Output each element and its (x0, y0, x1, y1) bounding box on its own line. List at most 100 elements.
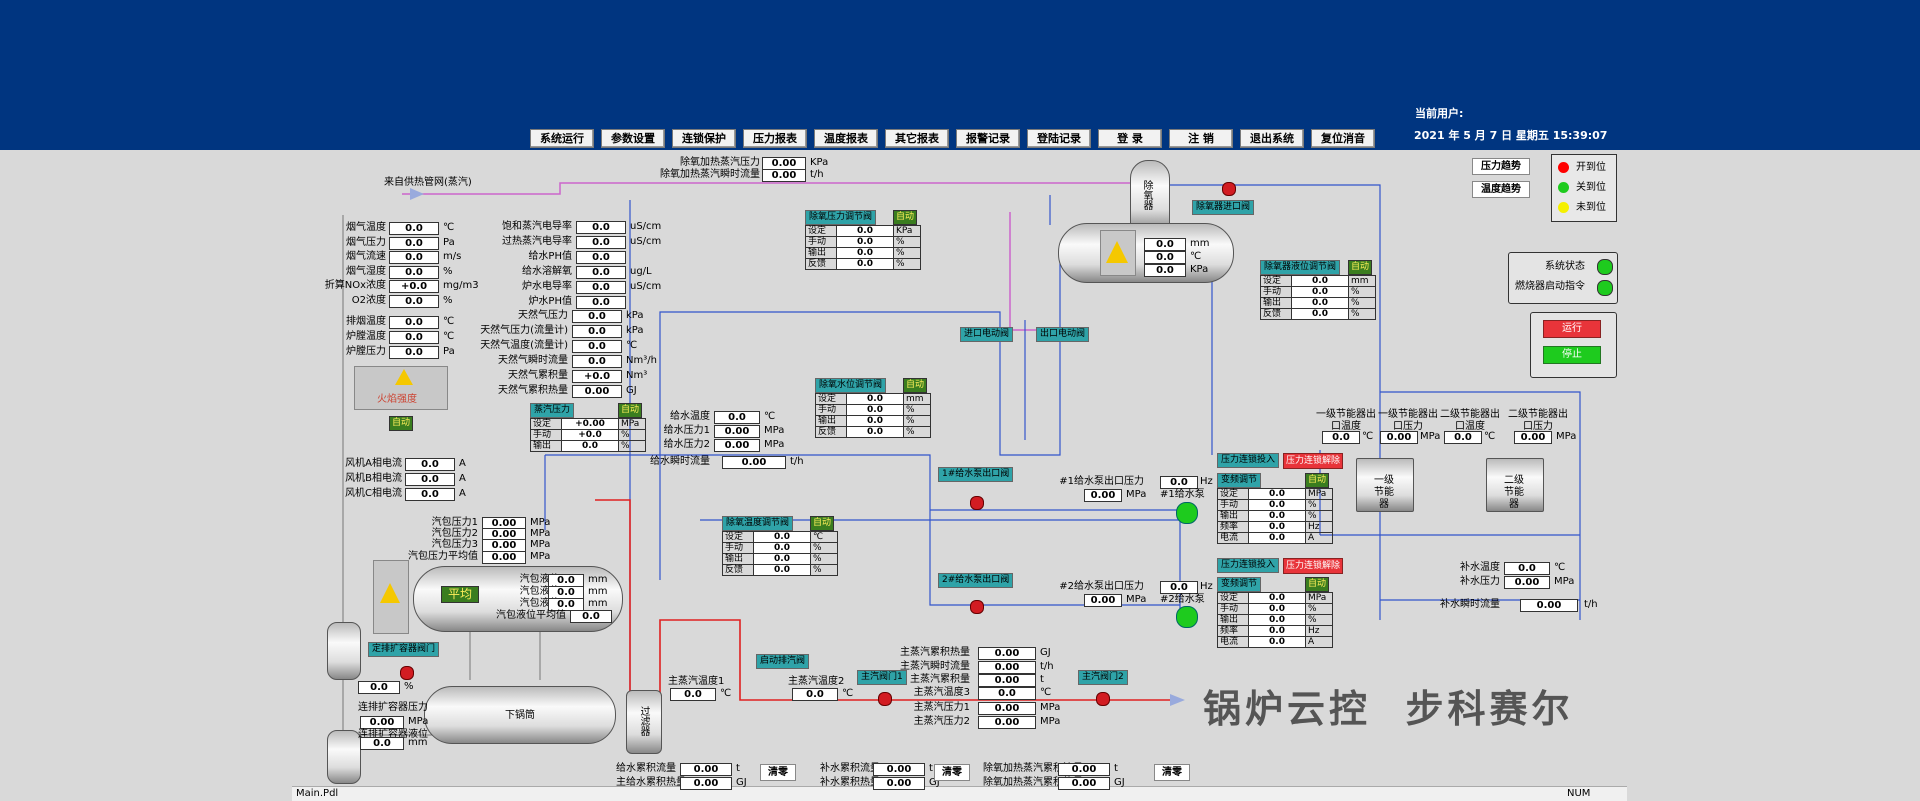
pump2-interlock-off[interactable]: 压力连锁解除 (1283, 558, 1343, 574)
dea-water-pid-cell[interactable]: 0.0 (846, 426, 904, 438)
nav-button-11[interactable]: 复位消音 (1311, 129, 1375, 148)
pump2-pid-cell[interactable]: 0.0 (1248, 614, 1306, 626)
valve-p1_out-label[interactable]: 1#给水泵出口阀 (938, 467, 1014, 482)
pump1-pid-cell[interactable]: 0.0 (1248, 532, 1306, 544)
dea-temp-pid-cell[interactable]: 0.0 (753, 553, 811, 565)
steam-pid-title[interactable]: 蒸汽压力 (530, 403, 575, 418)
drum-p-unit-0: MPa (530, 517, 551, 528)
dea-water-pid-cell[interactable]: 0.0 (846, 415, 904, 427)
dea-temp-pid-auto[interactable]: 自动 (810, 516, 835, 531)
nav-button-8[interactable]: 登 录 (1098, 129, 1162, 148)
drum-l-value-2: 0.0 (548, 598, 584, 611)
pump2-pid-cell[interactable]: 0.0 (1248, 625, 1306, 637)
pump2-interlock-on[interactable]: 压力连锁投入 (1217, 558, 1280, 573)
dea-temp-pid-cell[interactable]: 0.0 (753, 564, 811, 576)
valve-knob-0[interactable] (970, 496, 984, 510)
valve-in1-label[interactable]: 进口电动阀 (960, 327, 1014, 342)
dea-pressure-pid-cell[interactable]: 0.0 (836, 225, 894, 237)
pump2-pid-cell[interactable]: 0.0 (1248, 636, 1306, 648)
dea-pressure-pid-cell[interactable]: 0.0 (836, 247, 894, 259)
feed-temp-value: 0.0 (714, 411, 760, 424)
pump1-pid-auto[interactable]: 自动 (1305, 473, 1330, 488)
steam-pid-cell[interactable]: +0.0 (561, 429, 619, 441)
pressure-trend-button[interactable]: 压力趋势 (1472, 158, 1530, 175)
nav-button-1[interactable]: 参数设置 (601, 129, 665, 148)
pump1-pid-cell[interactable]: 0.0 (1248, 510, 1306, 522)
drum-p-label-2: 汽包压力3 (431, 539, 478, 550)
pump2-pid-cell[interactable]: 0.0 (1248, 592, 1306, 604)
nav-button-3[interactable]: 压力报表 (743, 129, 807, 148)
run-button[interactable]: 运行 (1543, 320, 1601, 338)
valve-knob-4[interactable] (1096, 692, 1110, 706)
pump2-icon[interactable] (1176, 606, 1198, 628)
nav-button-6[interactable]: 报警记录 (956, 129, 1020, 148)
dea-temp-pid-title[interactable]: 除氧温度调节阀 (722, 516, 794, 531)
gas-3-label: 天然气瞬时流量 (498, 355, 568, 366)
pump1-pid-title[interactable]: 变频调节 (1217, 473, 1262, 488)
valve-knob-2[interactable] (1222, 182, 1236, 196)
pump1-icon[interactable] (1176, 502, 1198, 524)
pump1-interlock-on[interactable]: 压力连锁投入 (1217, 453, 1280, 468)
clear-button-2[interactable]: 清零 (1154, 764, 1190, 781)
nav-button-5[interactable]: 其它报表 (885, 129, 949, 148)
valve-main2-label[interactable]: 主汽阀门2 (1078, 670, 1128, 685)
dea-temp-pid-cell[interactable]: 0.0 (753, 531, 811, 543)
main-p1-value: 0.00 (978, 702, 1036, 715)
dea-temp-pid-cell[interactable]: 0.0 (753, 542, 811, 554)
fire-auto-badge[interactable]: 自动 (389, 416, 414, 431)
pump2-pid-cell[interactable]: 0.0 (1248, 603, 1306, 615)
dea-water-pid-cell[interactable]: 0.0 (846, 404, 904, 416)
clear-button-1[interactable]: 清零 (934, 764, 970, 781)
valve-knob-5[interactable] (400, 666, 414, 680)
system-status-led (1597, 259, 1613, 275)
dea-level-pid-title[interactable]: 除氧器液位调节阀 (1260, 260, 1341, 275)
valve-knob-3[interactable] (878, 692, 892, 706)
steam-pid-cell[interactable]: +0.00 (561, 418, 619, 430)
main-t3-unit: ℃ (1040, 687, 1052, 698)
flue-1-unit: Pa (443, 236, 455, 248)
dea-level-pid-cell[interactable]: 0.0 (1291, 297, 1349, 309)
dea-pressure-pid-cell[interactable]: 0.0 (836, 236, 894, 248)
pump1-interlock-off[interactable]: 压力连锁解除 (1283, 453, 1343, 469)
drain-valve-label[interactable]: 定排扩容器阀门 (368, 642, 440, 657)
nav-button-2[interactable]: 连锁保护 (672, 129, 736, 148)
dea-pressure-pid-cell[interactable]: 0.0 (836, 258, 894, 270)
dea-level-pid-cell[interactable]: 0.0 (1291, 286, 1349, 298)
valve-legend: 开到位 关到位 未到位 (1551, 154, 1617, 222)
dea-level-pid-auto[interactable]: 自动 (1348, 260, 1373, 275)
nav-button-7[interactable]: 登陆记录 (1027, 129, 1091, 148)
pump1-pid-cell[interactable]: 0.0 (1248, 521, 1306, 533)
dea-level-pid-cell[interactable]: 0.0 (1291, 275, 1349, 287)
nav-button-0[interactable]: 系统运行 (530, 129, 594, 148)
valve-startup-label[interactable]: 启动排汽阀 (756, 654, 810, 669)
econ1-t-unit: ℃ (1362, 431, 1374, 442)
valve-dea_in-label[interactable]: 除氧器进口阀 (1192, 200, 1255, 215)
gas-0-label: 天然气压力 (518, 310, 568, 321)
clear-button-0[interactable]: 清零 (760, 764, 796, 781)
valve-knob-1[interactable] (970, 600, 984, 614)
dea-water-pid-title[interactable]: 除氧水位调节阀 (815, 378, 887, 393)
pump1-pid-cell[interactable]: 0.0 (1248, 488, 1306, 500)
dea-water-pid-auto[interactable]: 自动 (903, 378, 928, 393)
econ2-p-unit: MPa (1556, 431, 1577, 442)
temp-trend-button[interactable]: 温度趋势 (1472, 181, 1530, 198)
dea-pressure-pid-auto[interactable]: 自动 (893, 210, 918, 225)
valve-p2_out-label[interactable]: 2#给水泵出口阀 (938, 573, 1014, 588)
main-t1-label: 主蒸汽温度1 (668, 676, 725, 687)
nav-button-10[interactable]: 退出系统 (1240, 129, 1304, 148)
dea-level-pid-cell[interactable]: 0.0 (1291, 308, 1349, 320)
valve-in2-label[interactable]: 出口电动阀 (1036, 327, 1090, 342)
pump2-pid-auto[interactable]: 自动 (1305, 577, 1330, 592)
steam-pid-auto[interactable]: 自动 (618, 403, 643, 418)
steam-pid-cell[interactable]: 0.0 (561, 440, 619, 452)
dea-water-pid-cell[interactable]: 0.0 (846, 393, 904, 405)
pump2-pid-title[interactable]: 变频调节 (1217, 577, 1262, 592)
valve-main1-label[interactable]: 主汽阀门1 (857, 670, 907, 685)
nav-button-4[interactable]: 温度报表 (814, 129, 878, 148)
dea-water-pid-cell: 反馈 (815, 426, 847, 438)
pump1-pid-cell[interactable]: 0.0 (1248, 499, 1306, 511)
stop-button[interactable]: 停止 (1543, 346, 1601, 364)
dea-pressure-pid-title[interactable]: 除氧压力调节阀 (805, 210, 877, 225)
nav-button-9[interactable]: 注 销 (1169, 129, 1233, 148)
